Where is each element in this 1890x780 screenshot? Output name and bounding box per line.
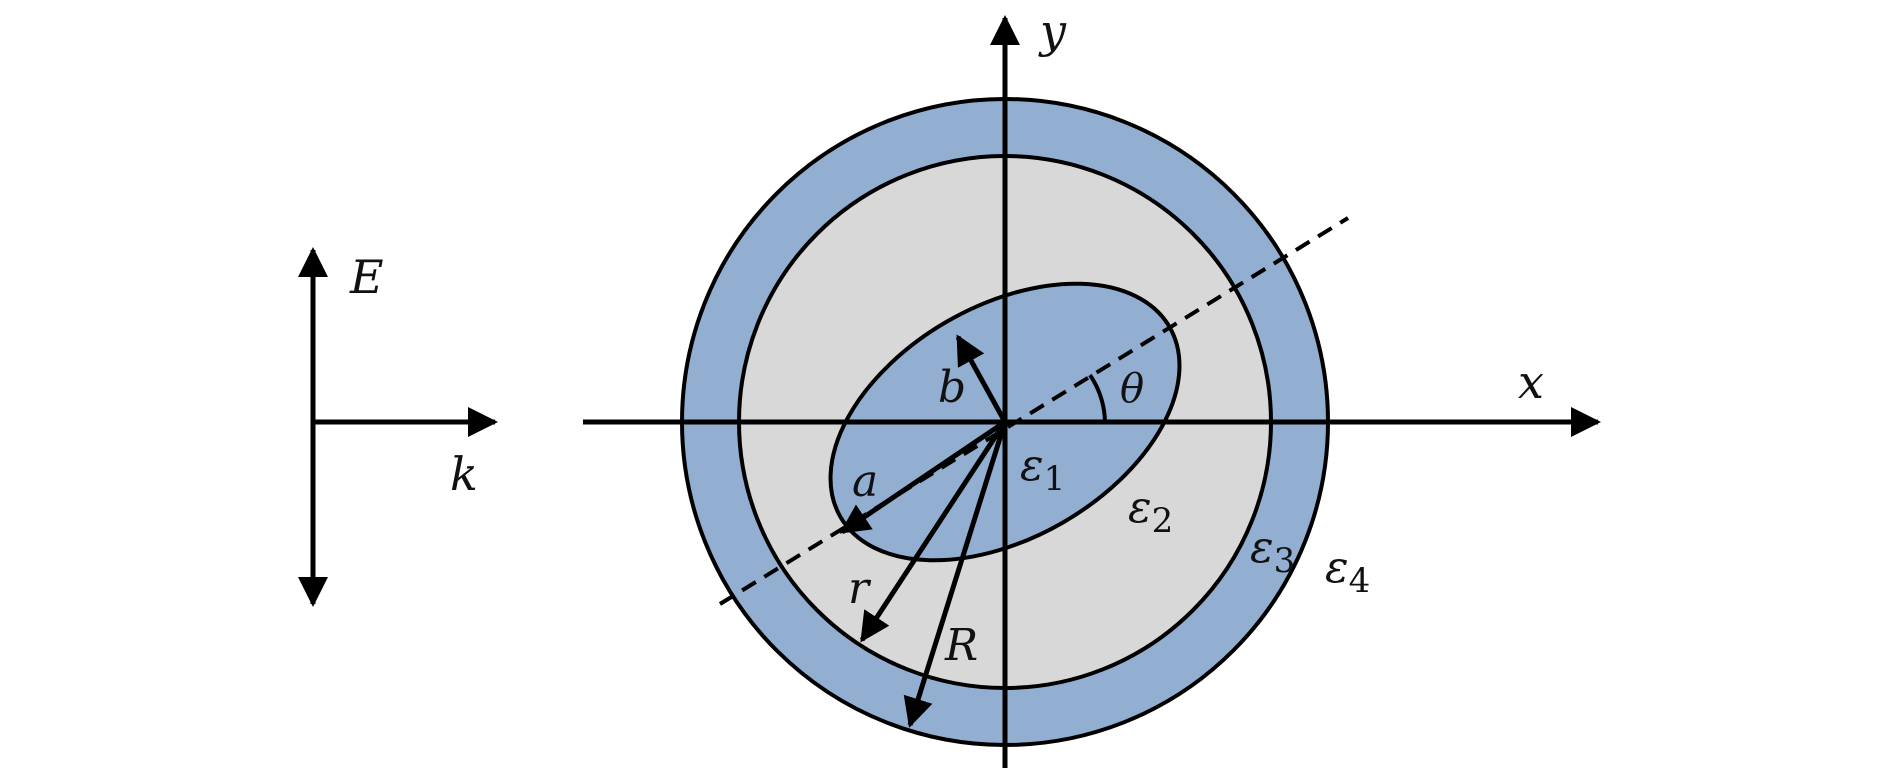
major-axis-dashed-line [718, 216, 1350, 606]
semi-major-label: a [852, 456, 878, 507]
inner-radius-arrow [859, 420, 1008, 643]
semi-minor-label: b [938, 362, 966, 413]
semi-major-arrow [839, 419, 1007, 535]
inner-radius-label: r [848, 563, 872, 614]
k-vector-label: k [450, 447, 478, 501]
y-axis-label: y [1038, 4, 1067, 58]
outer-radius-arrow [903, 421, 1008, 728]
epsilon-1-label: ε1 [1020, 440, 1065, 499]
e-field-label: E [349, 250, 384, 304]
epsilon-3-label: ε3 [1250, 522, 1295, 581]
outer-radius-label: R [944, 620, 978, 671]
epsilon-2-label: ε2 [1128, 482, 1173, 541]
epsilon-4-label: ε4 [1325, 542, 1370, 601]
rotation-angle-arc [1088, 373, 1107, 423]
semi-minor-arrow [955, 334, 1008, 424]
x-axis-label: x [1518, 355, 1544, 409]
angle-label: θ [1120, 366, 1144, 412]
